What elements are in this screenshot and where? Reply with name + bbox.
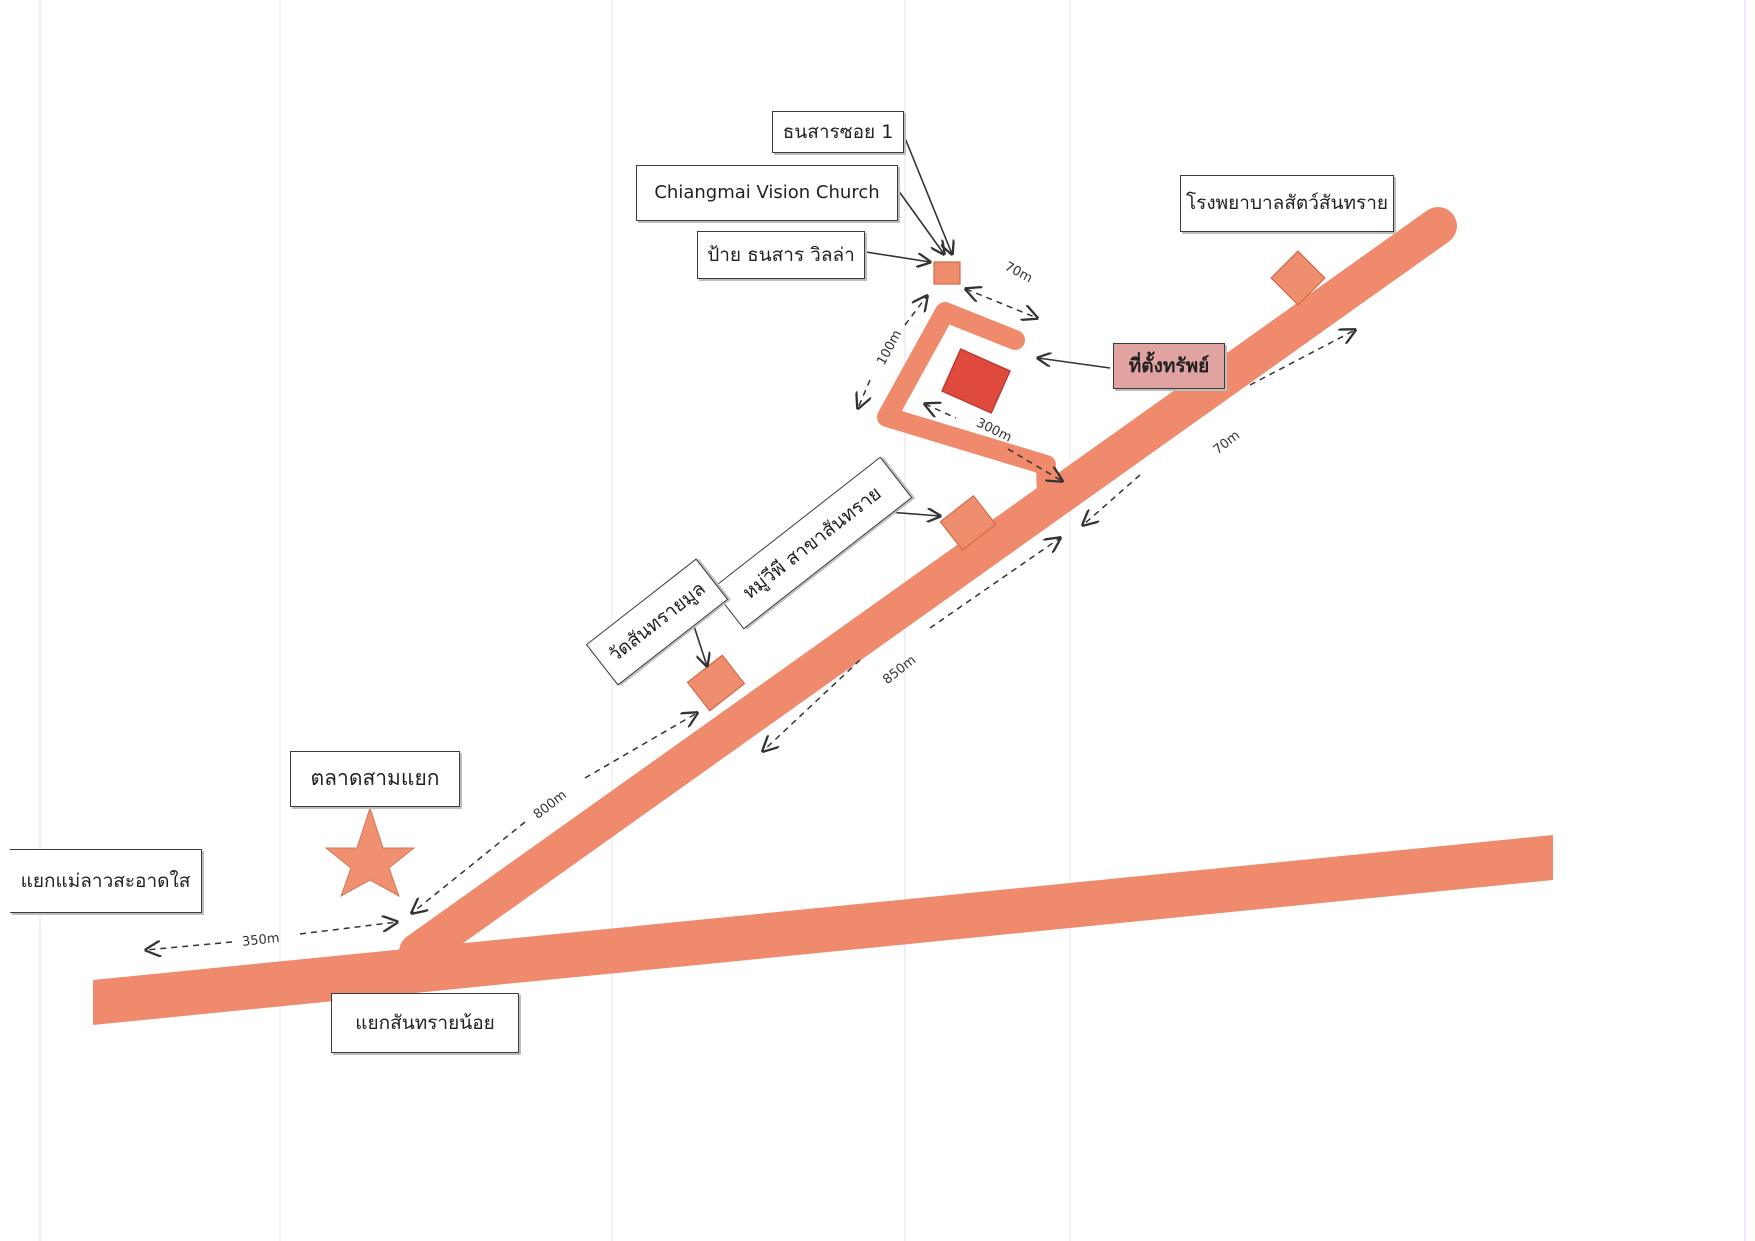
roads — [93, 207, 1553, 1025]
label-church: Chiangmai Vision Church — [636, 165, 898, 221]
distance-label-70-right: 70m — [1211, 428, 1243, 458]
label-property-location-text: ที่ตั้งทรัพย์ — [1128, 354, 1210, 377]
dist-850-line-upper — [929, 538, 1060, 629]
diagonal-road — [399, 207, 1457, 971]
dist-350-line-left — [146, 942, 233, 950]
dist-70-right-lower — [1083, 474, 1141, 525]
label-thanasarn-soi-1: ธนสารซอย 1 — [772, 111, 904, 153]
dist-100-line-upper — [904, 296, 927, 326]
distance-label-100: 100m — [874, 328, 905, 368]
star-icon — [324, 806, 416, 898]
vet-hospital-building — [1270, 250, 1326, 306]
soi-loop-road — [877, 302, 1057, 507]
distance-arrows — [146, 289, 1355, 950]
arrow-wat — [692, 622, 707, 666]
distance-label-800: 800m — [531, 788, 570, 823]
dist-70-top-line — [966, 289, 1037, 318]
distance-label-350: 350m — [241, 931, 280, 950]
label-vet-hospital-text: โรงพยาบาลสัตว์สันทราย — [1185, 192, 1389, 215]
distance-label-70-top: 70m — [1002, 259, 1035, 286]
label-market-3-way-text: ตลาดสามแยก — [310, 766, 440, 791]
label-property-location: ที่ตั้งทรัพย์ — [1113, 343, 1225, 389]
label-mae-lao-junction: แยกแม่ลาวสะอาดใส — [10, 849, 202, 913]
village-branch-building — [939, 495, 997, 551]
arrow-villa-to-sign — [865, 251, 930, 262]
label-vet-hospital: โรงพยาบาลสัตว์สันทราย — [1180, 175, 1394, 232]
dist-70-right-upper — [1249, 330, 1355, 386]
thanasarn-villa-sign-marker — [933, 261, 961, 285]
wat-santsai-mun-building — [686, 654, 746, 712]
label-thanasarn-soi-1-text: ธนสารซอย 1 — [782, 120, 894, 143]
scan-lines — [39, 0, 1746, 1241]
pointer-arrows — [692, 137, 1111, 666]
label-market-3-way: ตลาดสามแยก — [290, 751, 460, 807]
distance-label-850: 850m — [880, 653, 919, 688]
main-highway-road — [93, 835, 1553, 1025]
arrow-property-label — [1038, 358, 1111, 369]
label-sansai-noi-junction: แยกสันทรายน้อย — [331, 993, 519, 1053]
arrow-soi1-to-sign — [904, 137, 952, 254]
dist-850-line-lower — [763, 659, 861, 751]
dist-800-line-lower — [412, 821, 526, 913]
property-building — [941, 348, 1011, 414]
label-mae-lao-junction-text: แยกแม่ลาวสะอาดใส — [20, 869, 191, 892]
arrow-church-to-sign — [897, 189, 944, 254]
label-thanasarn-villa-sign: ป้าย ธนสาร วิลล่า — [697, 231, 865, 279]
dist-350-line-right — [299, 922, 397, 935]
label-thanasarn-villa-sign-text: ป้าย ธนสาร วิลล่า — [707, 243, 855, 266]
label-church-text: Chiangmai Vision Church — [654, 182, 880, 204]
dist-100-line-lower — [858, 379, 870, 408]
dist-300-line — [925, 404, 957, 419]
label-sansai-noi-junction-text: แยกสันทรายน้อย — [355, 1011, 495, 1034]
